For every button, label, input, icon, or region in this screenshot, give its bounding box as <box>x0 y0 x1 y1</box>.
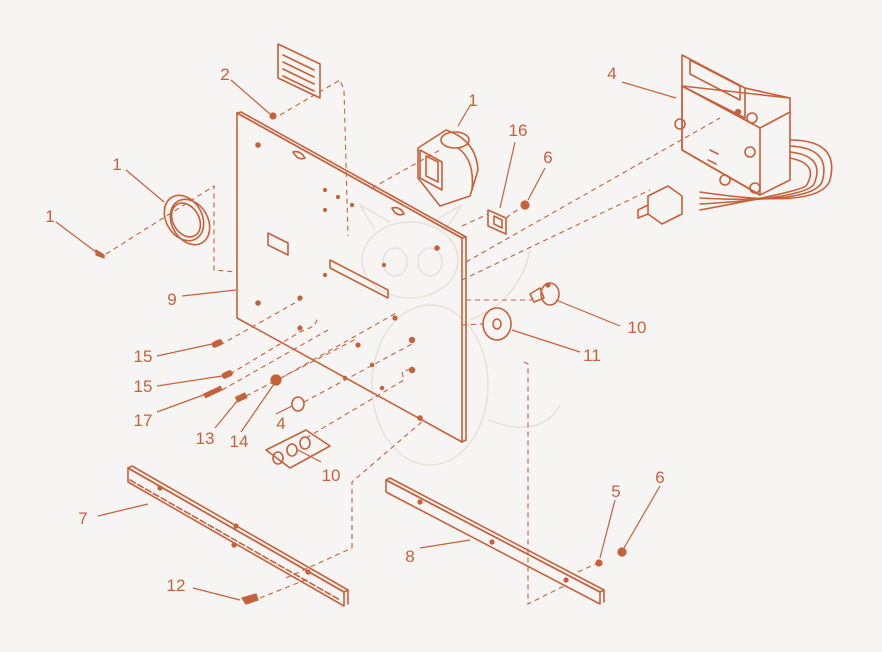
short-bolt <box>234 392 248 403</box>
nut-bottom <box>617 547 627 557</box>
spacer-5 <box>595 559 603 567</box>
label-17-bolt: 17 <box>134 411 153 430</box>
label-12-screw: 12 <box>167 576 186 595</box>
control-box <box>637 54 833 225</box>
hardware-group <box>265 429 331 469</box>
label-4-control: 4 <box>607 64 616 83</box>
screw-left <box>95 248 105 259</box>
blower-motor <box>417 129 479 207</box>
label-1-blower: 1 <box>468 91 477 110</box>
label-14-nut: 14 <box>230 432 249 451</box>
standoff-b <box>221 370 233 379</box>
label-10-parts: 10 <box>322 466 341 485</box>
washer-large <box>482 307 512 341</box>
label-7-hinge: 7 <box>78 509 87 528</box>
nut-top <box>520 200 530 210</box>
label-15-a: 15 <box>134 347 153 366</box>
standoff-a <box>211 339 223 348</box>
label-1-ring: 1 <box>112 155 121 174</box>
label-13-bolt: 13 <box>196 429 215 448</box>
part-labels: 1 1 2 1 16 6 4 9 10 11 15 15 17 13 14 4 … <box>45 64 664 595</box>
screw-bottom <box>241 593 259 605</box>
control-knob <box>529 282 560 306</box>
label-9-panel: 9 <box>167 290 176 309</box>
label-2-screw: 2 <box>220 65 229 84</box>
label-10-knob: 10 <box>628 318 647 337</box>
leader-lines <box>55 79 677 601</box>
label-5-part: 5 <box>611 482 620 501</box>
piano-hinge <box>127 465 349 607</box>
main-panel <box>236 111 467 443</box>
mounting-strip <box>385 477 605 605</box>
label-8-strip: 8 <box>405 547 414 566</box>
label-4-washer: 4 <box>276 414 285 433</box>
nameplate <box>277 43 321 99</box>
label-16-switch: 16 <box>509 121 528 140</box>
rocker-switch <box>487 209 507 235</box>
alignment-lines <box>105 79 721 605</box>
label-6-bottom: 6 <box>655 468 664 487</box>
screw-top <box>269 112 277 120</box>
label-6-top: 6 <box>543 148 552 167</box>
hex-nut <box>270 374 282 386</box>
washer-small <box>291 396 305 412</box>
label-11-washer: 11 <box>583 346 601 365</box>
label-1-screw-left: 1 <box>45 207 54 226</box>
long-bolt <box>203 385 223 399</box>
watermark-mascot <box>357 202 561 466</box>
label-15-b: 15 <box>134 377 153 396</box>
mounting-ring <box>163 194 211 246</box>
